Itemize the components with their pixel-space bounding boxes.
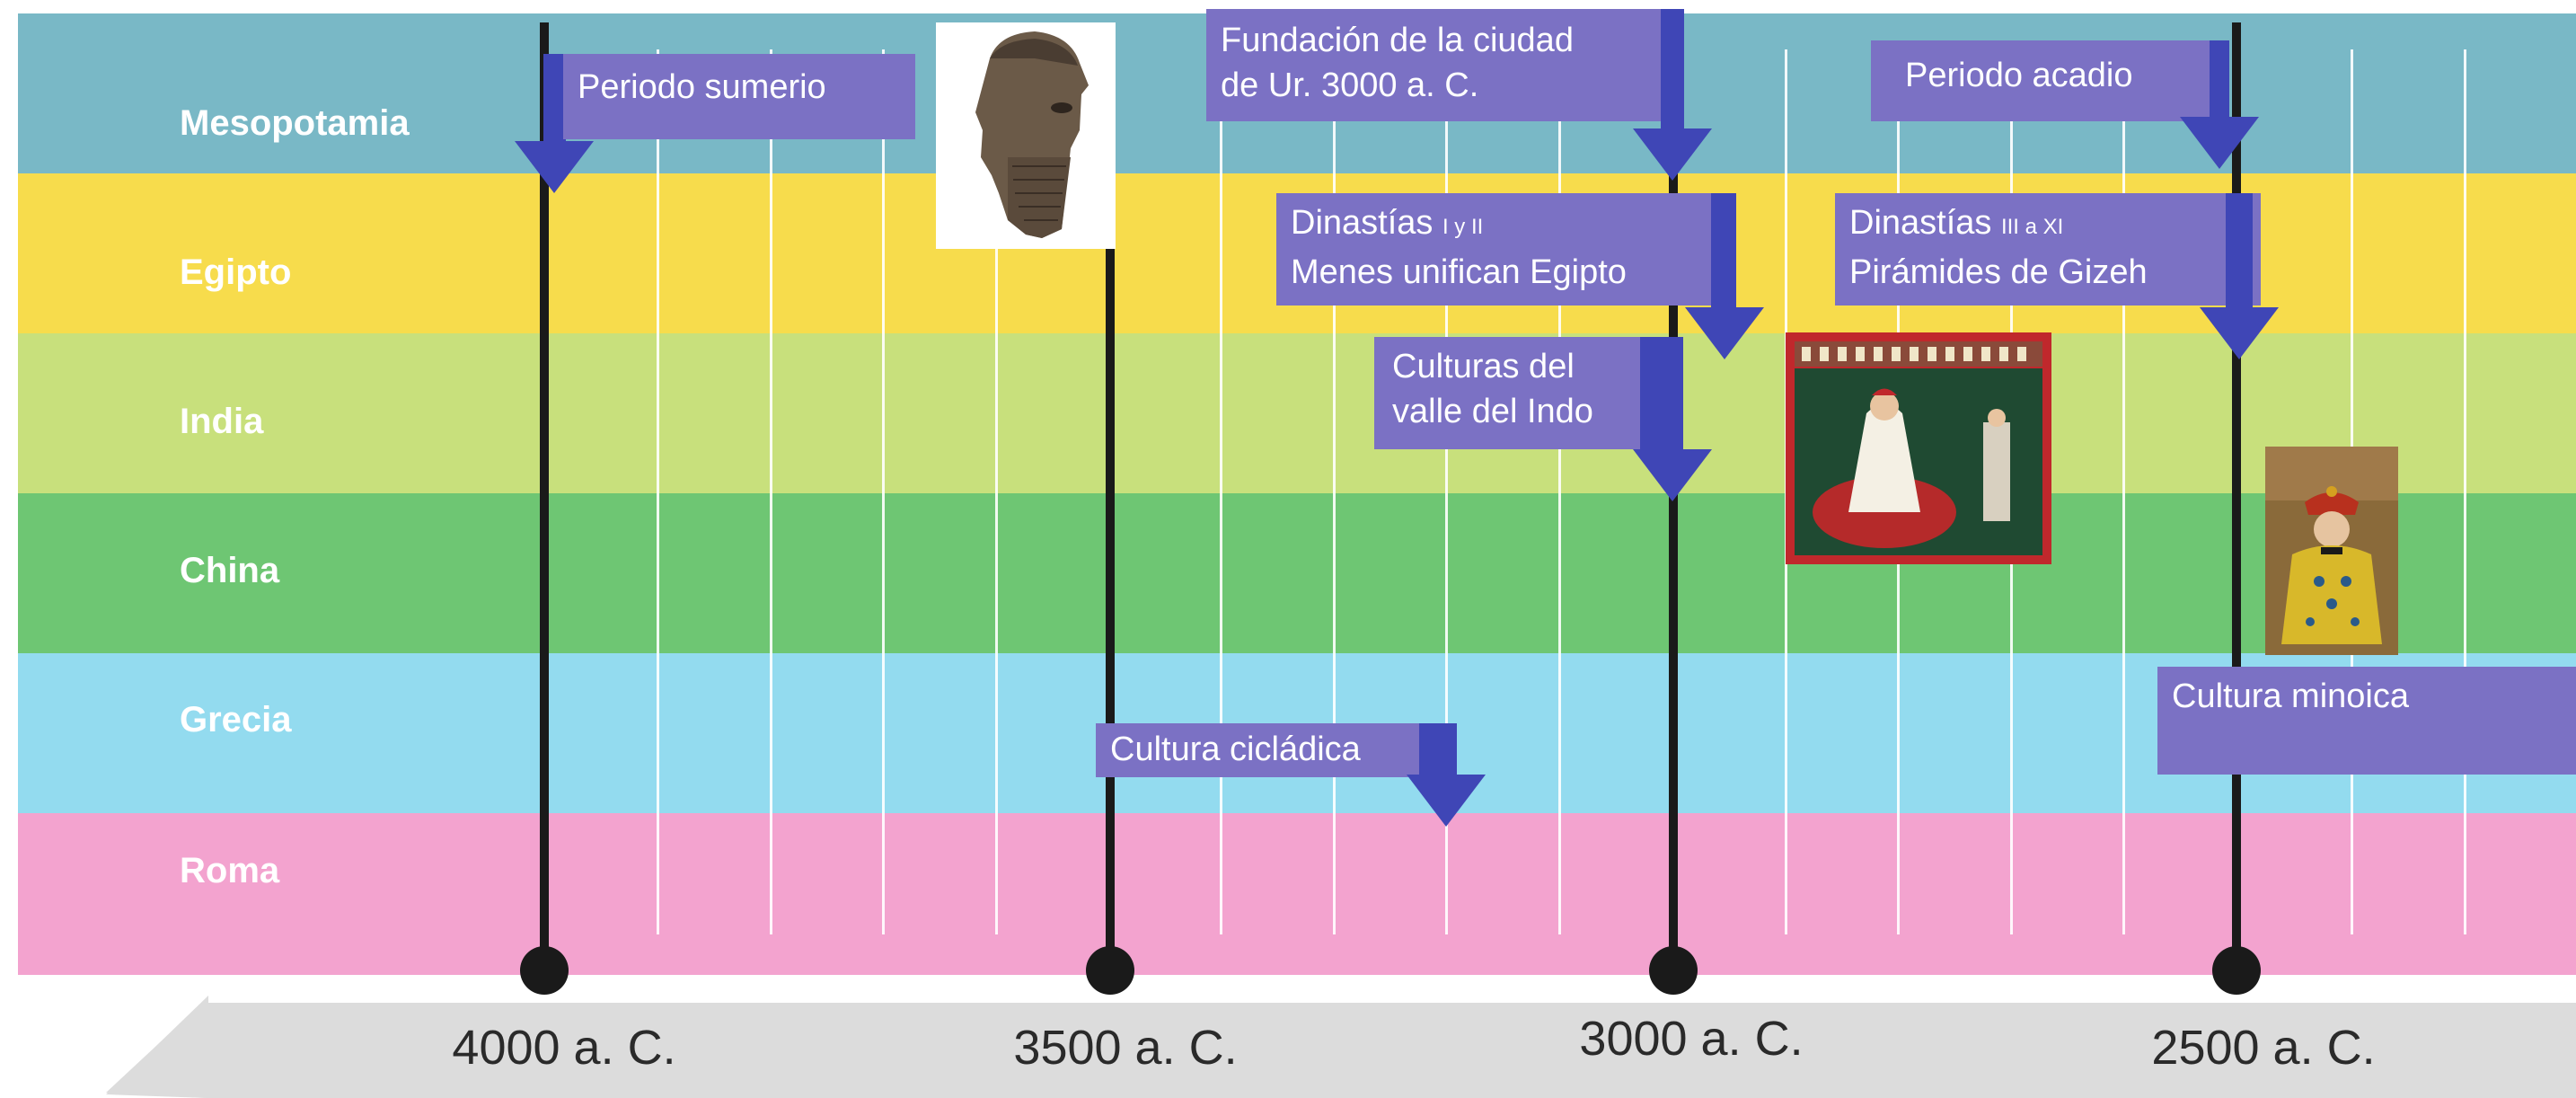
- event-arrow-head: [2200, 307, 2279, 359]
- event-arrow-stem: [543, 54, 566, 144]
- axis-label-4000: 4000 a. C.: [452, 1021, 676, 1075]
- axis-dot-3000: [1649, 946, 1698, 995]
- indian-miniature-image: [1786, 332, 2051, 564]
- event-arrow-head: [1633, 449, 1712, 501]
- event-arrow-stem: [1640, 337, 1683, 452]
- event-dinastias-iii-xi: Dinastías III a XI Pirámides de Gizeh: [1835, 193, 2261, 305]
- event-label: Periodo acadio: [1905, 57, 2133, 94]
- event-periodo-acadio: Periodo acadio: [1871, 40, 2210, 121]
- band-india: India: [18, 333, 2576, 493]
- gridline: [770, 49, 772, 934]
- event-label-line: Pirámides de Gizeh: [1849, 253, 2148, 291]
- band-roma: Roma: [18, 813, 2576, 975]
- gridline: [2464, 49, 2466, 934]
- event-arrow-stem: [1711, 193, 1736, 308]
- band-label-egipto: Egipto: [180, 252, 292, 292]
- axis-dot-4000: [520, 946, 569, 995]
- band-label-grecia: Grecia: [180, 700, 292, 739]
- axis-line-3000: [1669, 135, 1678, 970]
- gridline: [882, 49, 885, 934]
- event-cultura-minoica: Cultura minoica: [2157, 667, 2576, 775]
- axis-line-2500: [2232, 22, 2241, 970]
- event-arrow-stem: [2210, 40, 2229, 118]
- axis-dot-2500: [2212, 946, 2261, 995]
- axis-dot-3500: [1086, 946, 1134, 995]
- gridline: [1220, 49, 1222, 934]
- event-arrow-head: [1685, 307, 1764, 359]
- event-cultura-ciclada: Cultura cicládica: [1096, 723, 1421, 777]
- event-arrow-stem: [1419, 723, 1457, 775]
- event-arrow-head: [515, 141, 594, 193]
- event-arrow-stem: [2226, 193, 2253, 308]
- axis-label-3000: 3000 a. C.: [1579, 1012, 1804, 1066]
- axis-line-4000: [540, 22, 549, 970]
- gridline: [657, 49, 659, 934]
- axis-label-2500: 2500 a. C.: [2151, 1021, 2376, 1075]
- event-label-roman: I y II: [1442, 215, 1484, 239]
- event-label: Cultura minoica: [2172, 677, 2409, 715]
- event-label-line: Fundación de la ciudad: [1221, 22, 1574, 59]
- band-label-china: China: [180, 551, 280, 590]
- gridline: [2122, 49, 2125, 934]
- event-periodo-sumerio: Periodo sumerio: [563, 54, 915, 139]
- event-label-line: Menes unifican Egipto: [1291, 253, 1627, 291]
- event-arrow-head: [1407, 775, 1486, 827]
- band-label-mesopotamia: Mesopotamia: [180, 103, 410, 143]
- event-label: Cultura cicládica: [1110, 731, 1361, 768]
- timeline-arrow: [106, 996, 2576, 1098]
- event-label-roman: III a XI: [2000, 215, 2064, 239]
- event-label-line: de Ur. 3000 a. C.: [1221, 66, 1479, 104]
- chinese-emperor-image: [2265, 447, 2398, 655]
- axis-label-3500: 3500 a. C.: [1013, 1021, 1238, 1075]
- gridline: [1445, 49, 1448, 934]
- event-arrow-head: [1633, 128, 1712, 181]
- event-valle-indo: Culturas del valle del Indo: [1374, 337, 1642, 449]
- event-arrow-head: [2180, 117, 2259, 169]
- axis-line-3500: [1106, 238, 1115, 970]
- event-label: Periodo sumerio: [578, 68, 826, 106]
- gridline: [995, 49, 998, 934]
- event-arrow-stem: [1661, 9, 1684, 131]
- band-china: China: [18, 493, 2576, 653]
- event-label-part: Dinastías: [1291, 204, 1442, 242]
- band-label-roma: Roma: [180, 851, 280, 890]
- event-dinastias-i-ii: Dinastías I y II Menes unifican Egipto: [1276, 193, 1713, 305]
- band-label-india: India: [180, 402, 264, 441]
- event-label-part: Dinastías: [1849, 204, 2001, 242]
- event-label-line: valle del Indo: [1392, 393, 1593, 430]
- gridline: [1558, 49, 1561, 934]
- sumerian-head-image: [936, 22, 1116, 249]
- gridline: [1333, 49, 1336, 934]
- event-label-line: Culturas del: [1392, 348, 1575, 385]
- event-fundacion-ur: Fundación de la ciudad de Ur. 3000 a. C.: [1206, 9, 1664, 121]
